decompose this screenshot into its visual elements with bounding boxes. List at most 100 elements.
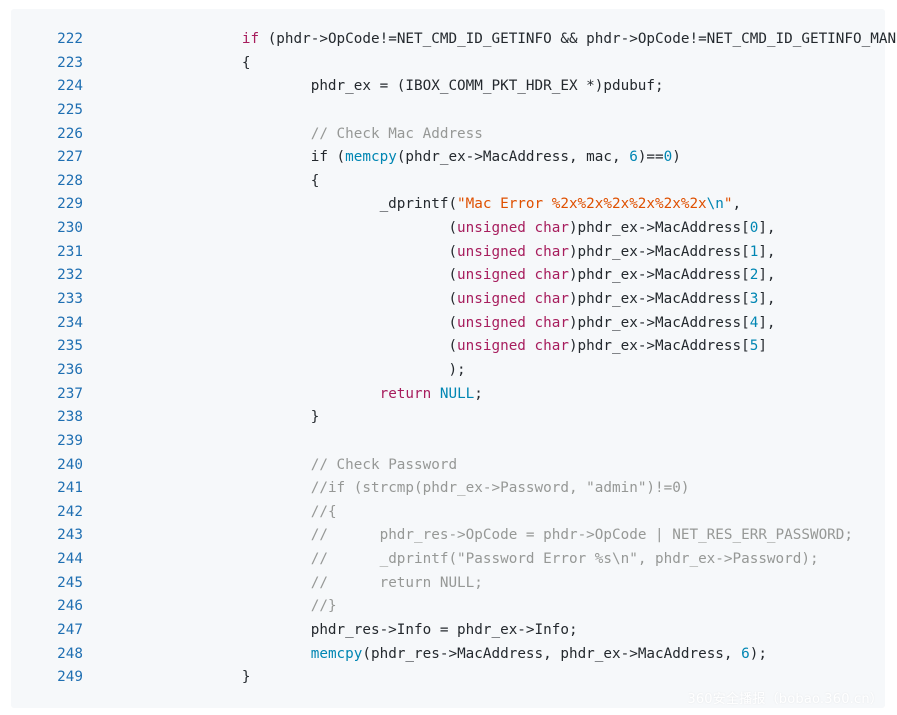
code-line: 233 (unsigned char)phdr_ex->MacAddress[3… (11, 288, 885, 312)
code-line: 222 if (phdr->OpCode!=NET_CMD_ID_GETINFO… (11, 28, 897, 52)
code-token-plain: ], (758, 267, 776, 284)
code-line: 243 // phdr_res->OpCode = phdr->OpCode |… (11, 524, 885, 548)
code-text: (unsigned char)phdr_ex->MacAddress[0], (83, 217, 885, 241)
code-text: //if (strcmp(phdr_ex->Password, "admin")… (83, 477, 885, 501)
code-line: 238 } (11, 406, 885, 430)
code-text: (unsigned char)phdr_ex->MacAddress[1], (83, 241, 885, 265)
code-token-comment: // Check Password (310, 456, 458, 473)
line-number: 223 (57, 54, 83, 71)
code-line: 227 if (memcpy(phdr_ex->MacAddress, mac,… (11, 146, 885, 170)
code-text: (unsigned char)phdr_ex->MacAddress[2], (83, 264, 885, 288)
code-token-plain (173, 575, 311, 591)
code-token-plain: ], (758, 220, 776, 237)
code-token-plain (173, 126, 311, 142)
code-token-plain: _dprintf( (173, 196, 458, 213)
code-text: ); (83, 359, 885, 383)
code-token-string: "Mac Error %2x%2x%2x%2x%2x%2x (457, 196, 707, 213)
code-token-type: unsigned char (457, 338, 569, 355)
code-text: return NULL; (83, 383, 885, 407)
line-number: 224 (57, 78, 83, 95)
code-token-plain (431, 386, 440, 402)
code-token-plain: (phdr_res->MacAddress, phdr_ex->MacAddre… (362, 645, 742, 662)
code-token-comment: // return NULL; (310, 574, 483, 591)
code-line: 229 _dprintf("Mac Error %2x%2x%2x%2x%2x%… (11, 193, 885, 217)
code-token-plain: { (173, 54, 251, 71)
code-token-number: 3 (749, 291, 759, 308)
code-token-plain: ); (173, 361, 466, 378)
code-text: //{ (83, 501, 885, 525)
code-text: (unsigned char)phdr_ex->MacAddress[4], (83, 312, 885, 336)
code-token-plain: ], (758, 243, 776, 260)
code-token-func: memcpy (310, 645, 363, 662)
code-token-comment: //if (strcmp(phdr_ex->Password, "admin")… (310, 480, 690, 497)
line-number: 240 (57, 456, 83, 473)
code-line: 224 phdr_ex = (IBOX_COMM_PKT_HDR_EX *)pd… (11, 75, 885, 99)
code-token-plain: )phdr_ex->MacAddress[ (568, 243, 750, 260)
code-text: } (83, 666, 885, 690)
code-line: 232 (unsigned char)phdr_ex->MacAddress[2… (11, 264, 885, 288)
code-token-plain: (phdr_ex->MacAddress, mac, (396, 149, 630, 166)
code-token-plain: if ( (173, 149, 346, 166)
code-line: 247 phdr_res->Info = phdr_ex->Info; (11, 619, 885, 643)
code-token-plain: ( (173, 314, 458, 331)
code-text: (unsigned char)phdr_ex->MacAddress[5] (83, 335, 885, 359)
code-token-plain: , (732, 196, 742, 213)
line-number: 239 (57, 432, 83, 449)
code-line: 242 //{ (11, 501, 885, 525)
code-token-type: unsigned char (457, 267, 569, 284)
code-line: 246 //} (11, 595, 885, 619)
line-number: 238 (57, 409, 83, 426)
line-number: 242 (57, 503, 83, 520)
line-number: 247 (57, 622, 83, 639)
code-line: 245 // return NULL; (11, 572, 885, 596)
code-token-plain: ( (173, 243, 458, 260)
code-token-func: memcpy (345, 149, 397, 166)
code-token-comment: //{ (310, 503, 337, 520)
line-number: 228 (57, 172, 83, 189)
code-token-type: unsigned char (457, 220, 569, 237)
code-line: 230 (unsigned char)phdr_ex->MacAddress[0… (11, 217, 885, 241)
code-token-comment: //} (310, 598, 337, 615)
code-line: 234 (unsigned char)phdr_ex->MacAddress[4… (11, 312, 885, 336)
code-token-type: unsigned char (457, 314, 569, 331)
code-token-number: 6 (741, 645, 750, 662)
code-line: 244 // _dprintf("Password Error %s\n", p… (11, 548, 885, 572)
line-number: 248 (57, 645, 83, 662)
code-token-type: unsigned char (457, 243, 569, 260)
code-token-const: NULL (439, 385, 475, 402)
code-text: if (memcpy(phdr_ex->MacAddress, mac, 6)=… (83, 146, 885, 170)
code-text: { (83, 170, 885, 194)
code-token-number: 2 (749, 267, 759, 284)
watermark: 360安全播报（bobao.360.cn） (687, 692, 883, 707)
line-number: 249 (57, 669, 83, 686)
code-token-plain: phdr_res->Info = phdr_ex->Info; (173, 622, 578, 639)
code-line: 237 return NULL; (11, 383, 885, 407)
code-text: memcpy(phdr_res->MacAddress, phdr_ex->Ma… (83, 643, 885, 667)
code-token-plain: ] (758, 338, 767, 355)
code-token-plain: )phdr_ex->MacAddress[ (568, 267, 750, 284)
line-number: 232 (57, 267, 83, 284)
code-token-string: " (723, 196, 733, 213)
code-token-plain: )phdr_ex->MacAddress[ (568, 314, 750, 331)
line-number: 230 (57, 220, 83, 237)
line-number: 231 (57, 243, 83, 260)
code-token-plain (173, 527, 311, 543)
code-line: 236 ); (11, 359, 885, 383)
line-number: 245 (57, 574, 83, 591)
line-number: 235 (57, 338, 83, 355)
code-text: (unsigned char)phdr_ex->MacAddress[3], (83, 288, 885, 312)
code-token-number: 5 (749, 338, 759, 355)
line-number: 244 (57, 551, 83, 568)
code-token-number: 0 (749, 220, 759, 237)
code-text (83, 430, 885, 454)
code-token-plain (173, 457, 311, 473)
code-line: 223 { (11, 52, 885, 76)
line-number: 246 (57, 598, 83, 615)
code-token-plain: ( (173, 338, 458, 355)
line-number: 222 (57, 31, 83, 47)
code-line: 235 (unsigned char)phdr_ex->MacAddress[5… (11, 335, 885, 359)
code-token-escape: \n (706, 196, 724, 213)
line-number: 237 (57, 385, 83, 402)
code-text: // _dprintf("Password Error %s\n", phdr_… (83, 548, 885, 572)
line-number: 243 (57, 527, 83, 544)
